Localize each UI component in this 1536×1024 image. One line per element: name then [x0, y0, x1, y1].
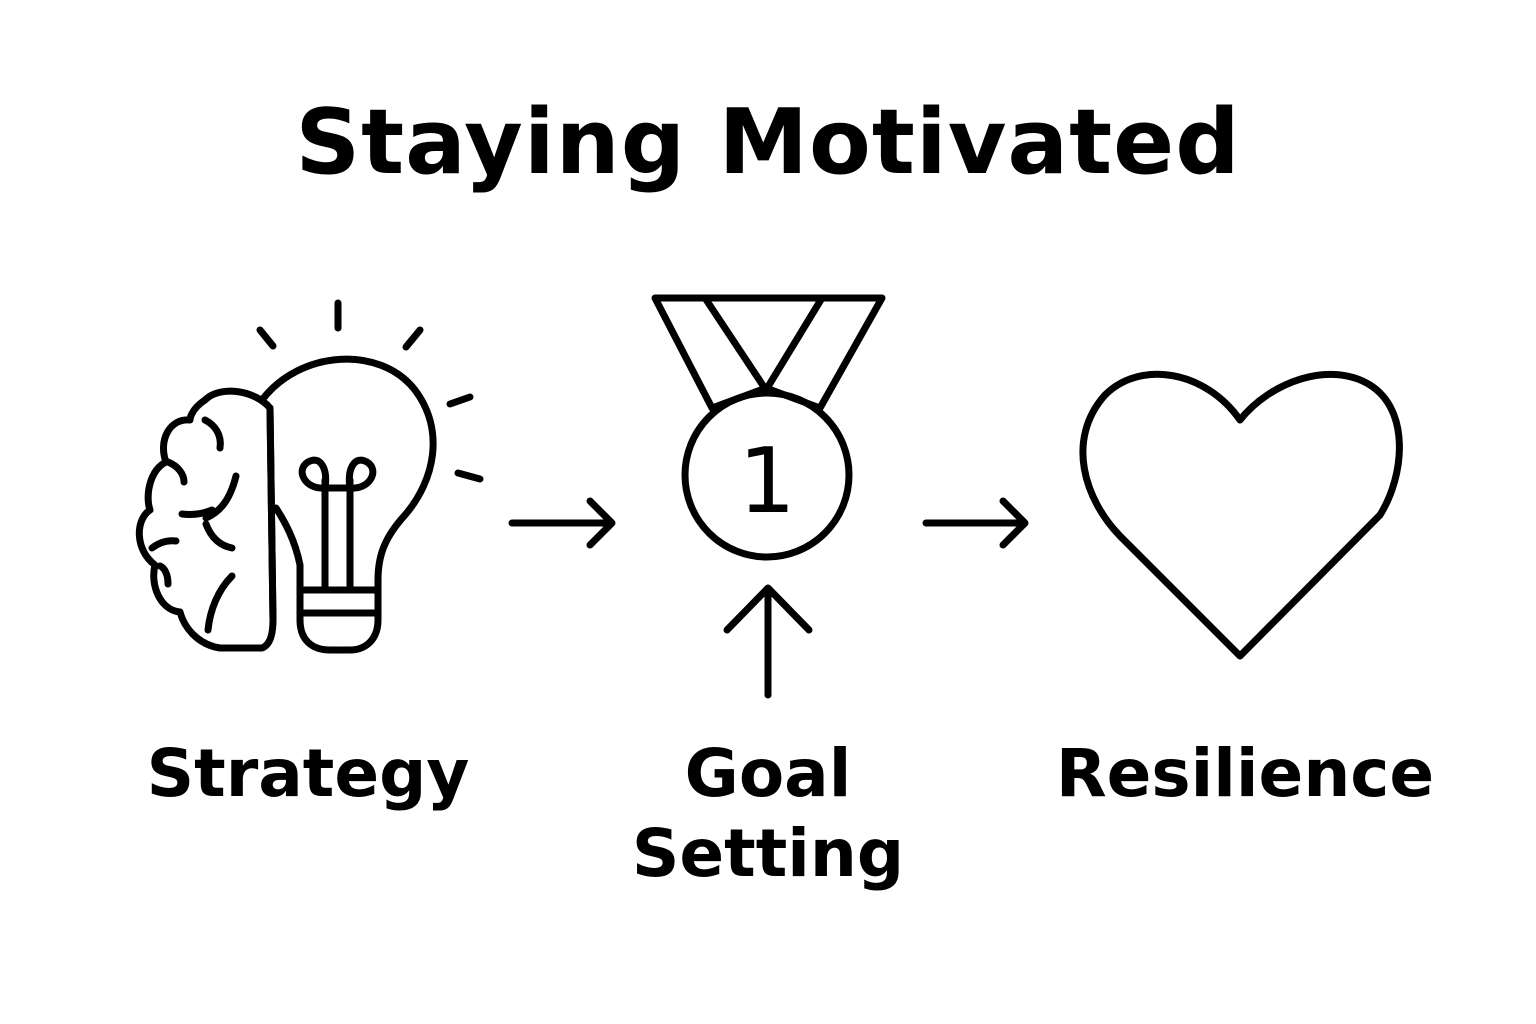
medal-number: 1 — [738, 429, 795, 534]
heart-icon — [1079, 370, 1403, 660]
arrow-right-icon — [508, 497, 616, 549]
step-label-resilience: Resilience — [1055, 735, 1435, 812]
step-label-goal-line-2: Setting — [631, 815, 905, 892]
diagram-title: Staying Motivated — [295, 90, 1241, 195]
arrow-up-icon — [723, 584, 813, 699]
step-label-strategy: Strategy — [146, 735, 470, 812]
step-label-goal-setting: Goal Setting — [568, 734, 968, 894]
lightbulb-icon — [258, 355, 437, 654]
brain-lightbulb-icon — [135, 299, 484, 654]
light-rays-icon — [256, 299, 484, 483]
brain-icon — [135, 387, 277, 652]
arrow-right-icon — [922, 497, 1029, 549]
step-label-goal-line-1: Goal — [684, 735, 852, 812]
medal-icon — [651, 294, 886, 561]
